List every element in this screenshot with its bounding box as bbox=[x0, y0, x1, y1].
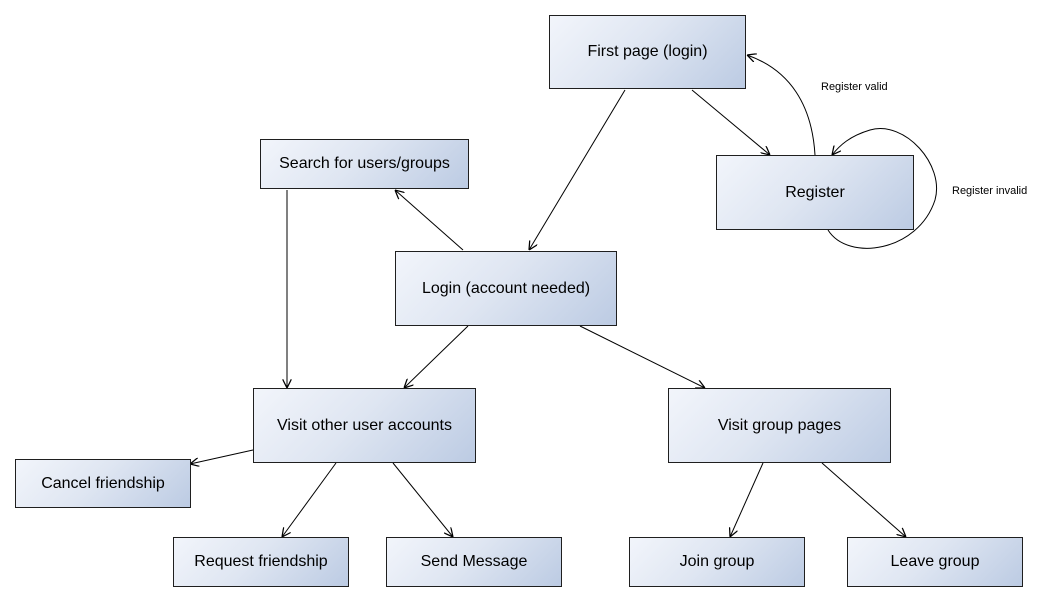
node-request-friendship: Request friendship bbox=[173, 537, 349, 587]
node-leave-group: Leave group bbox=[847, 537, 1023, 587]
node-cancel-friendship: Cancel friendship bbox=[15, 459, 191, 508]
edge-first-page-to-register bbox=[691, 89, 770, 155]
edge-register-self-loop bbox=[827, 128, 937, 249]
node-login-account-needed: Login (account needed) bbox=[395, 251, 617, 326]
edge-visit-groups-to-leave-group bbox=[821, 462, 906, 537]
edge-first-page-to-login bbox=[529, 89, 626, 250]
node-join-group: Join group bbox=[629, 537, 805, 587]
node-first-page-login: First page (login) bbox=[549, 15, 746, 89]
edge-label-register-invalid: Register invalid bbox=[952, 185, 1028, 197]
node-send-message: Send Message bbox=[386, 537, 562, 587]
edge-login-to-visit-users bbox=[404, 325, 469, 388]
node-search-users-groups: Search for users/groups bbox=[260, 139, 469, 189]
edge-label-register-valid: Register valid bbox=[821, 81, 888, 93]
edge-visit-users-to-send-message bbox=[392, 462, 453, 537]
edge-visit-groups-to-join-group bbox=[730, 462, 764, 537]
edge-visit-users-to-request-friendship bbox=[282, 462, 337, 537]
edge-login-to-visit-groups bbox=[579, 325, 705, 388]
edge-register-to-first-page bbox=[747, 55, 816, 156]
edge-login-to-search bbox=[395, 190, 464, 251]
node-register: Register bbox=[716, 155, 914, 230]
edge-visit-users-to-cancel-friendship bbox=[190, 449, 254, 464]
node-visit-other-user-accounts: Visit other user accounts bbox=[253, 388, 476, 463]
node-visit-group-pages: Visit group pages bbox=[668, 388, 891, 463]
